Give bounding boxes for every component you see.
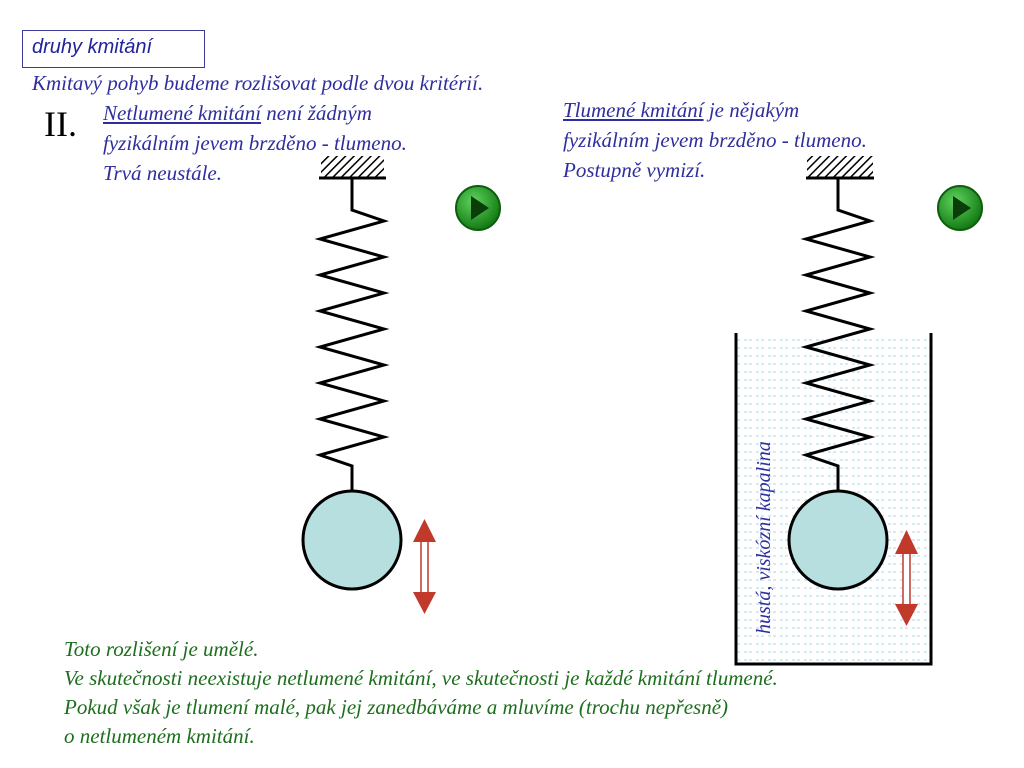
damped-description: Tlumené kmitání je nějakým fyzikálním je… (563, 95, 867, 185)
double-arrow-icon (895, 530, 918, 626)
undamped-line2: fyzikálním jevem brzděno - tlumeno. (103, 131, 407, 155)
footer-line-1: Toto rozlišení je umělé. (64, 637, 259, 661)
intro-text: Kmitavý pohyb budeme rozlišovat podle dv… (32, 71, 484, 95)
oscillator-ball (787, 489, 889, 591)
footer-note: Toto rozlišení je umělé. Ve skutečnosti … (64, 635, 778, 751)
slide-title: druhy kmitání (22, 30, 205, 68)
damped-line2: fyzikálním jevem brzděno - tlumeno. (563, 128, 867, 152)
liquid-label: hustá, viskózní kapalina (753, 441, 775, 634)
play-icon (471, 196, 489, 220)
footer-line-4: o netlumeném kmitání. (64, 724, 255, 748)
hatched-support-icon (321, 156, 384, 178)
damped-line1: je nějakým (703, 98, 800, 122)
damped-line3: Postupně vymizí. (563, 158, 706, 182)
spring-icon (800, 178, 876, 492)
double-arrow-icon (413, 519, 436, 614)
undamped-term: Netlumené kmitání (103, 101, 262, 125)
damped-term: Tlumené kmitání (563, 98, 704, 122)
play-icon (953, 196, 971, 220)
play-button-undamped[interactable] (455, 185, 501, 231)
hatched-support-icon (807, 156, 873, 178)
footer-line-2: Ve skutečnosti neexistuje netlumené kmit… (64, 666, 778, 690)
undamped-line3: Trvá neustále. (103, 161, 222, 185)
spring-icon (314, 178, 390, 492)
play-button-damped[interactable] (937, 185, 983, 231)
undamped-oscillator (301, 156, 436, 614)
undamped-line1: není žádným (261, 101, 372, 125)
undamped-description: Netlumené kmitání není žádným fyzikálním… (103, 98, 407, 188)
footer-line-3: Pokud však je tlumení malé, pak jej zane… (64, 695, 729, 719)
container-walls (734, 333, 933, 666)
damped-oscillator (787, 156, 918, 626)
oscillator-ball (301, 489, 403, 591)
section-numeral: II. (44, 104, 77, 144)
